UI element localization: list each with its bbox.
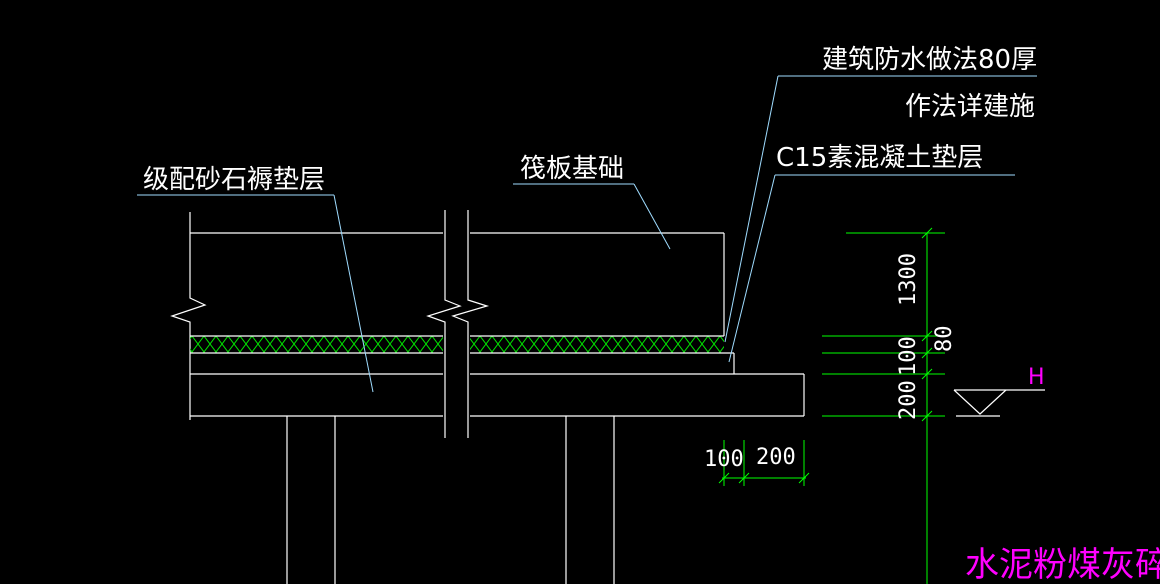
dim-200-vertical: 200 (896, 380, 921, 420)
piles (286, 416, 615, 584)
leader-lines (137, 75, 1037, 393)
dim-200-horizontal: 200 (756, 445, 796, 470)
center-break-symbol (426, 210, 490, 438)
raft-foundation-label: 筏板基础 (520, 154, 624, 184)
horizontal-dimensions (718, 440, 810, 486)
dim-1300: 1300 (896, 253, 921, 306)
gravel-cushion-band (190, 335, 734, 354)
c15-cushion-label: C15素混凝土垫层 (776, 143, 983, 173)
waterproof-label-line2: 作法详建施 (905, 92, 1035, 122)
vertical-dimensions (822, 227, 945, 584)
dim-100-horizontal: 100 (704, 447, 744, 472)
waterproof-label-line1: 建筑防水做法80厚 (822, 45, 1037, 75)
raft-foundation-outline (170, 212, 725, 420)
gravel-cushion-label: 级配砂石褥垫层 (143, 165, 325, 195)
dim-100-vertical: 100 (896, 336, 921, 376)
level-mark-label: H (1028, 365, 1045, 390)
level-mark (953, 389, 1045, 417)
cement-flyash-pile-label: 水泥粉煤灰碎石桩 (965, 545, 1160, 584)
dim-80: 80 (932, 326, 957, 353)
c15-cushion-and-slab (190, 353, 805, 417)
